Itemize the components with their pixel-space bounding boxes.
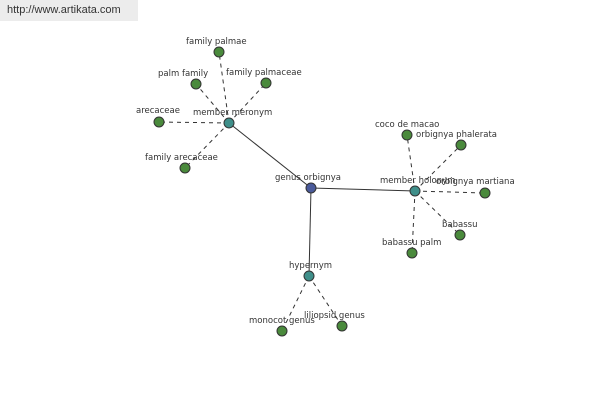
edge-center-hypernym <box>308 187 312 277</box>
edge-meronym-family-arecaceae <box>184 122 230 169</box>
node-genus-orbignya <box>305 182 317 194</box>
node-family-palmae <box>213 46 225 58</box>
edge-holonym-babassu <box>414 190 461 236</box>
label-member-holonym: member holonym <box>380 176 455 186</box>
label-arecaceae: arecaceae <box>136 106 180 116</box>
node-babassu <box>454 229 466 241</box>
label-monocot-genus: monocot genus <box>249 316 315 326</box>
edge-meronym-arecaceae <box>158 121 230 124</box>
label-orbignya-martiana: orbignya martiana <box>436 177 515 187</box>
edge-meronym-family-palmae <box>218 51 230 124</box>
label-family-palmae: family palmae <box>186 37 247 47</box>
label-babassu: babassu <box>442 220 477 230</box>
edge-holonym-orbignya-phalerata <box>414 144 462 192</box>
label-genus-orbignya: genus orbignya <box>275 173 341 183</box>
edge-meronym-family-palmaceae <box>228 82 267 124</box>
edge-hypernym-monocot-genus <box>281 275 310 332</box>
label-palm-family: palm family <box>158 69 208 79</box>
node-member-meronym <box>223 117 235 129</box>
label-member-meronym: member meronym <box>193 108 272 118</box>
label-orbignya-phalerata: orbignya phalerata <box>416 130 497 140</box>
label-coco-de-macao: coco de macao <box>375 120 439 130</box>
node-arecaceae <box>153 116 165 128</box>
edge-holonym-babassu-palm <box>411 190 416 254</box>
edge-hypernym-liliopsid-genus <box>308 275 343 327</box>
label-family-palmaceae: family palmaceae <box>226 68 302 78</box>
node-orbignya-martiana <box>479 187 491 199</box>
node-family-arecaceae <box>179 162 191 174</box>
edge-center-meronym <box>228 122 312 189</box>
node-liliopsid-genus <box>336 320 348 332</box>
node-member-holonym <box>409 185 421 197</box>
edge-center-holonym <box>310 187 416 192</box>
node-babassu-palm <box>406 247 418 259</box>
label-liliopsid-genus: liliopsid genus <box>304 311 365 321</box>
node-monocot-genus <box>276 325 288 337</box>
node-palm-family <box>190 78 202 90</box>
edge-holonym-orbignya-martiana <box>414 190 486 194</box>
label-babassu-palm: babassu palm <box>382 238 441 248</box>
label-family-arecaceae: family arecaceae <box>145 153 218 163</box>
label-hypernym: hypernym <box>289 261 332 271</box>
edge-holonym-coco-de-macao <box>406 134 416 192</box>
edge-meronym-palm-family <box>195 83 230 124</box>
node-family-palmaceae <box>260 77 272 89</box>
node-hypernym <box>303 270 315 282</box>
watermark-url: http://www.artikata.com <box>0 0 138 21</box>
node-orbignya-phalerata <box>455 139 467 151</box>
node-coco-de-macao <box>401 129 413 141</box>
